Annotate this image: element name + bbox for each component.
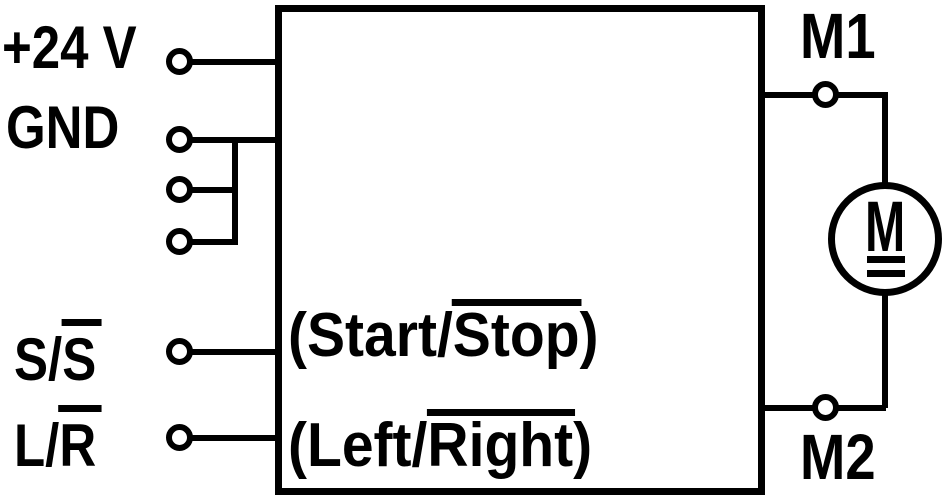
wire-motor-top xyxy=(882,92,888,186)
wire-motor-bottom xyxy=(882,294,888,408)
overline-stop: Stop xyxy=(451,299,582,370)
terminal-gnd-3 xyxy=(166,228,193,255)
overline-r: R xyxy=(58,405,102,479)
terminal-gnd-1 xyxy=(166,126,193,153)
terminal-m1 xyxy=(812,81,839,108)
label-gnd: GND xyxy=(6,94,120,161)
motor-dc-bar-top xyxy=(867,256,905,263)
motor-dc-bar-bottom xyxy=(867,270,905,277)
label-s-sbar: S/S xyxy=(14,319,102,393)
wire-m1-left xyxy=(758,92,814,98)
label-left-right: (Left/Right) xyxy=(288,409,593,480)
wire-gnd-2 xyxy=(192,187,238,193)
wire-m2-left xyxy=(758,405,814,411)
terminal-m2 xyxy=(812,394,839,421)
controller-box xyxy=(275,5,765,495)
wire-left-right xyxy=(192,435,280,441)
wire-m2-right xyxy=(838,405,886,411)
wire-m1-right xyxy=(838,92,886,98)
overline-s: S xyxy=(61,319,102,393)
label-m2: M2 xyxy=(800,421,876,493)
wire-start-stop xyxy=(192,349,280,355)
motor-letter: M xyxy=(865,188,906,267)
wire-gnd-3 xyxy=(192,239,238,245)
wire-24v xyxy=(192,59,280,65)
label-m1: M1 xyxy=(800,0,876,72)
label-l-rbar: L/R xyxy=(14,405,102,479)
overline-right: Right xyxy=(426,409,576,480)
terminal-gnd-2 xyxy=(166,176,193,203)
label-start-stop: (Start/Stop) xyxy=(288,299,599,370)
terminal-24v xyxy=(166,48,193,75)
terminal-left-right xyxy=(166,424,193,451)
terminal-start-stop xyxy=(166,338,193,365)
dc-motor-icon xyxy=(828,182,942,296)
label-24v: +24 V xyxy=(2,14,137,81)
